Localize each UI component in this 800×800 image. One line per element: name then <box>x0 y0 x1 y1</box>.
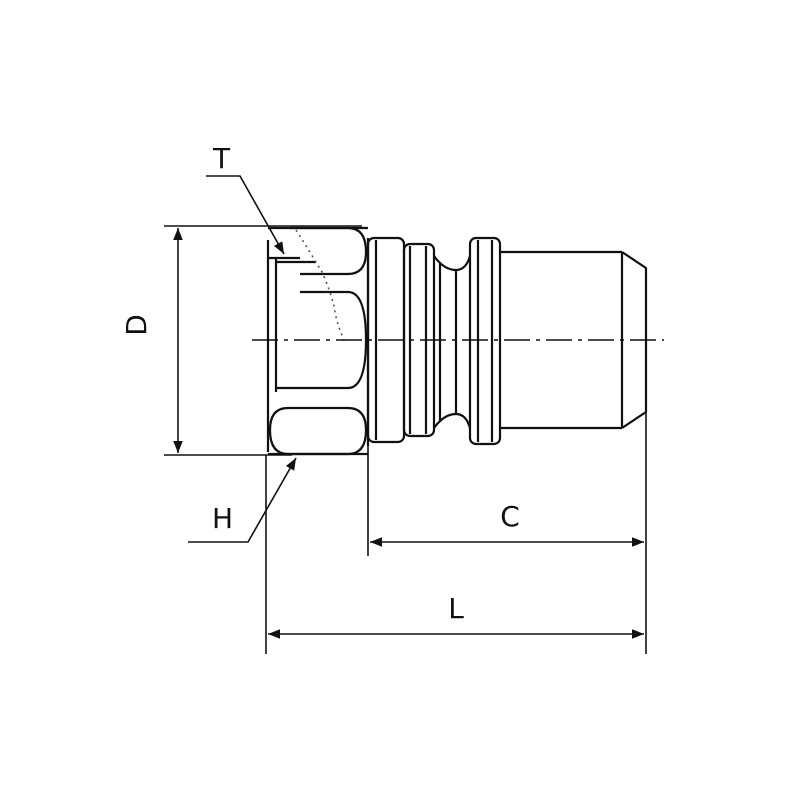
label-d: D <box>120 314 153 336</box>
label-c: C <box>500 500 520 533</box>
label-t: T <box>212 142 231 175</box>
thread-hidden-line <box>295 229 345 341</box>
label-l: L <box>448 592 464 625</box>
hex-flat-bottom <box>268 406 368 456</box>
hex-flat-top <box>290 226 368 276</box>
hex-nut <box>266 226 370 456</box>
t-leader-line <box>206 175 285 255</box>
hex-flat-middle <box>276 290 368 390</box>
h-leader-line <box>188 457 297 543</box>
label-h: H <box>212 502 233 535</box>
ring <box>468 236 502 446</box>
groove <box>433 255 472 429</box>
